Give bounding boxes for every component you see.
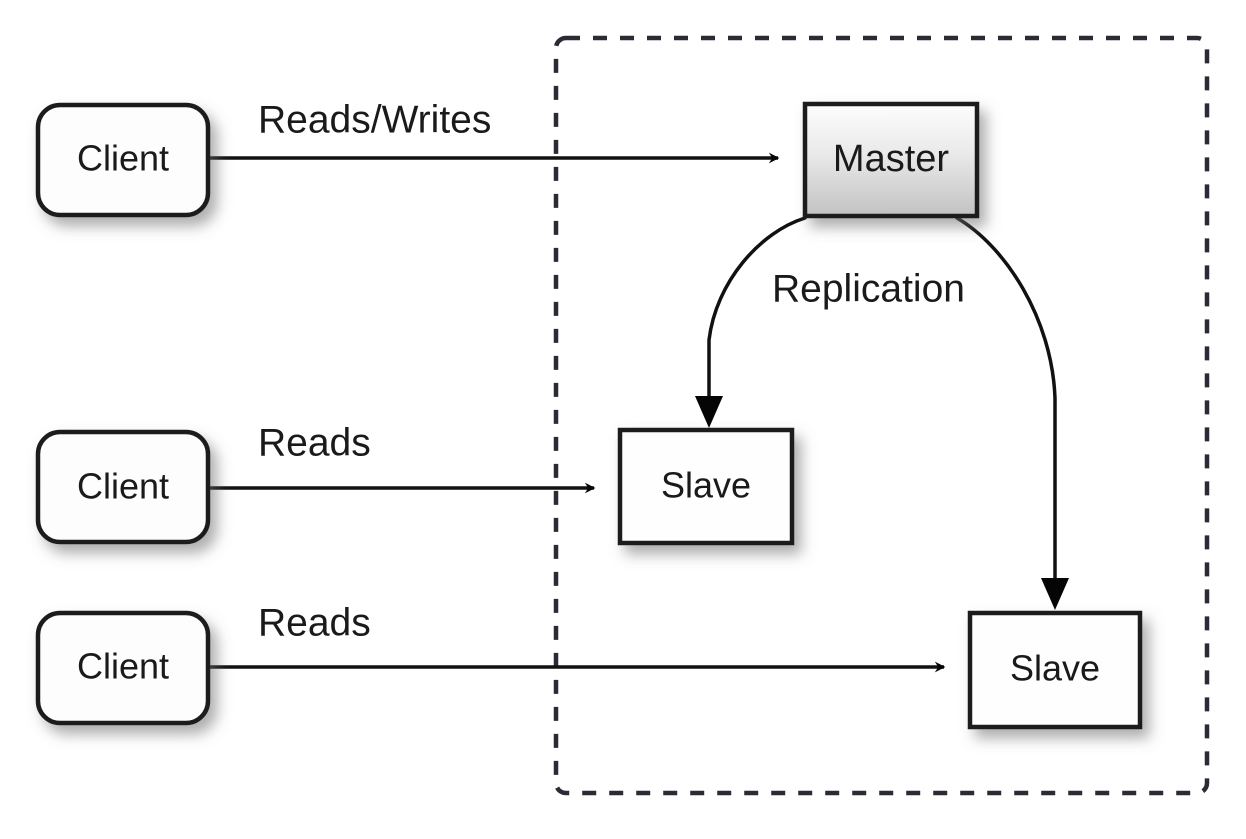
edge-master-slave-lower <box>955 216 1069 610</box>
slave-upper-label: Slave <box>661 465 751 506</box>
slave-lower-label: Slave <box>1010 648 1100 689</box>
edge-curve-replication-right <box>955 216 1057 582</box>
node-client-middle[interactable]: Client <box>35 429 211 545</box>
arrowhead-replication-right <box>1041 578 1069 610</box>
node-slave-lower[interactable]: Slave <box>967 610 1143 730</box>
client-top-box[interactable] <box>35 102 211 218</box>
database-cluster-boundary <box>553 35 1210 796</box>
node-client-top[interactable]: Client <box>35 102 211 218</box>
edge-master-slave-upper <box>695 216 807 428</box>
client-bottom-box[interactable] <box>35 610 211 726</box>
master-box[interactable] <box>802 101 980 219</box>
slave-upper-box[interactable] <box>617 427 795 546</box>
client-middle-label: Client <box>77 466 169 507</box>
node-slave-upper[interactable]: Slave <box>617 427 795 546</box>
node-client-bottom[interactable]: Client <box>35 610 211 726</box>
slave-lower-box[interactable] <box>967 610 1143 730</box>
node-master[interactable]: Master <box>802 101 980 219</box>
master-label: Master <box>833 138 949 180</box>
edge-label-reads-lower: Reads <box>258 601 371 644</box>
client-middle-box[interactable] <box>35 429 211 545</box>
edge-label-reads-upper: Reads <box>258 421 371 464</box>
arrowhead-replication-left <box>695 396 723 428</box>
edge-curve-replication-left <box>707 216 807 400</box>
client-top-label: Client <box>77 138 169 179</box>
edge-label-reads-writes: Reads/Writes <box>258 98 491 141</box>
client-bottom-label: Client <box>77 646 169 687</box>
edge-label-replication: Replication <box>772 267 965 310</box>
